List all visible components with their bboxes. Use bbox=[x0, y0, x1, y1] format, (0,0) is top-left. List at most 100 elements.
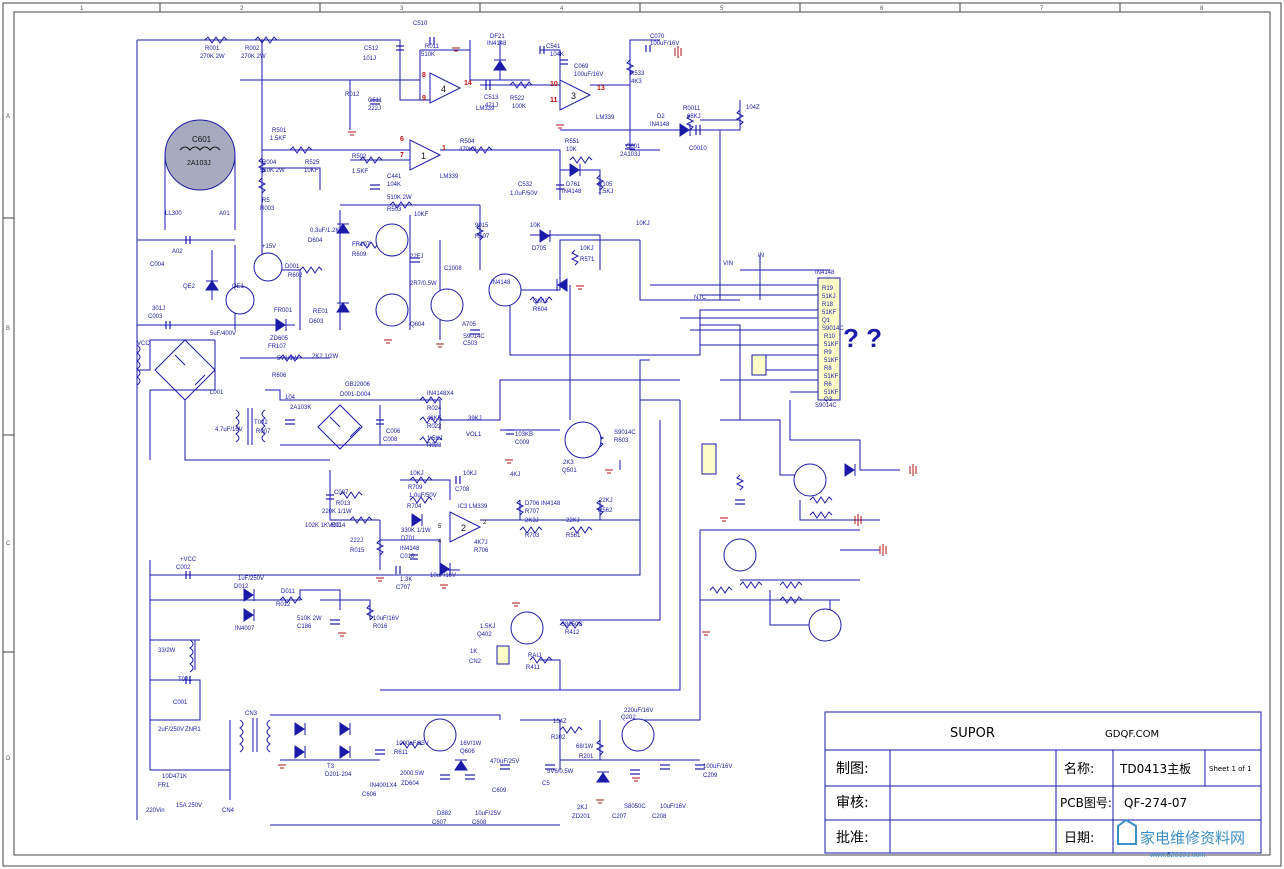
svg-text:C503: C503 bbox=[463, 341, 478, 347]
svg-text:T3: T3 bbox=[327, 764, 335, 770]
svg-text:C008: C008 bbox=[383, 437, 398, 443]
grid-col-7: 7 bbox=[1040, 6, 1044, 12]
svg-text:S9014C: S9014C bbox=[614, 430, 636, 436]
svg-text:100K: 100K bbox=[512, 104, 526, 110]
svg-text:T002: T002 bbox=[254, 420, 268, 426]
svg-text:DF21: DF21 bbox=[490, 34, 505, 40]
svg-text:D603: D603 bbox=[309, 319, 324, 325]
small-connectors bbox=[496, 354, 767, 665]
svg-text:R9: R9 bbox=[824, 350, 832, 356]
svg-text:FR001: FR001 bbox=[274, 308, 293, 314]
svg-text:C004: C004 bbox=[150, 262, 165, 268]
title-site: GDQF.COM bbox=[1105, 729, 1159, 740]
svg-text:100uF/16V: 100uF/16V bbox=[574, 72, 603, 78]
svg-text:C001: C001 bbox=[173, 700, 188, 706]
svg-text:5uF/400V: 5uF/400V bbox=[210, 331, 236, 337]
svg-text:C1008: C1008 bbox=[444, 266, 462, 272]
watermark-logo: 家电维修资料网 www.520101.com bbox=[1117, 818, 1245, 859]
svg-text:R004: R004 bbox=[262, 160, 277, 166]
svg-text:C186: C186 bbox=[297, 624, 312, 630]
inductor-L0-symbol bbox=[164, 119, 236, 191]
svg-text:S9014C: S9014C bbox=[815, 403, 837, 409]
svg-text:4KJ: 4KJ bbox=[510, 472, 520, 478]
connector-CN1A bbox=[817, 277, 841, 401]
svg-text:510K: 510K bbox=[421, 52, 435, 58]
title-pcb-value: QF-274-07 bbox=[1124, 796, 1187, 810]
svg-text:51KF: 51KF bbox=[824, 390, 839, 396]
svg-text:C441: C441 bbox=[387, 174, 402, 180]
opamp-IC3-3 bbox=[559, 79, 592, 111]
svg-text:C541: C541 bbox=[546, 44, 561, 50]
opamp-1-part: LM339 bbox=[440, 174, 459, 180]
grid-col-3: 3 bbox=[400, 6, 404, 12]
svg-text:222J: 222J bbox=[350, 538, 363, 544]
svg-text:R606: R606 bbox=[272, 373, 287, 379]
svg-text:IN4148: IN4148 bbox=[487, 41, 507, 47]
svg-text:5V6/0.5W: 5V6/0.5W bbox=[547, 769, 574, 775]
svg-text:C006: C006 bbox=[386, 429, 401, 435]
svg-text:D706 IN4148: D706 IN4148 bbox=[525, 501, 561, 507]
svg-text:101J: 101J bbox=[363, 56, 376, 62]
svg-text:IN4148: IN4148 bbox=[400, 546, 420, 552]
svg-text:FR107: FR107 bbox=[352, 242, 371, 248]
svg-text:R014: R014 bbox=[331, 523, 346, 529]
svg-text:IN4148: IN4148 bbox=[562, 189, 582, 195]
svg-text:R706: R706 bbox=[474, 548, 489, 554]
wiring bbox=[136, 39, 900, 826]
svg-text:5V1/1W: 5V1/1W bbox=[277, 356, 299, 362]
svg-text:104Z: 104Z bbox=[746, 105, 760, 111]
svg-text:1K: 1K bbox=[470, 649, 477, 655]
svg-text:+VCC: +VCC bbox=[180, 557, 197, 563]
svg-text:1uF/250V: 1uF/250V bbox=[238, 576, 264, 582]
svg-text:S8050C: S8050C bbox=[624, 804, 646, 810]
svg-text:43KF: 43KF bbox=[427, 416, 442, 422]
svg-text:S9014C: S9014C bbox=[822, 326, 844, 332]
opamp-IC3-4 bbox=[429, 72, 462, 104]
svg-text:301J: 301J bbox=[152, 306, 165, 312]
svg-text:D701: D701 bbox=[401, 536, 416, 542]
svg-text:C007: C007 bbox=[334, 490, 349, 496]
svg-text:4: 4 bbox=[438, 539, 442, 545]
svg-text:D201-204: D201-204 bbox=[325, 772, 352, 778]
svg-text:A705: A705 bbox=[462, 322, 477, 328]
svg-text:R501: R501 bbox=[272, 128, 287, 134]
svg-text:10: 10 bbox=[550, 81, 558, 88]
svg-text:IN4148: IN4148 bbox=[491, 280, 511, 286]
svg-text:IN4007: IN4007 bbox=[235, 626, 255, 632]
svg-text:51KF: 51KF bbox=[822, 310, 837, 316]
svg-text:C009: C009 bbox=[515, 440, 530, 446]
inductor-L0-part: 2A103J bbox=[187, 160, 211, 167]
opamp-IC3-1 bbox=[409, 139, 442, 171]
svg-text:R007: R007 bbox=[256, 429, 271, 435]
svg-text:ZD605: ZD605 bbox=[270, 336, 289, 342]
svg-text:104K: 104K bbox=[550, 52, 564, 58]
svg-text:R502: R502 bbox=[352, 154, 367, 160]
svg-text:RAIJ: RAIJ bbox=[528, 653, 541, 659]
svg-text:C5: C5 bbox=[542, 781, 550, 787]
svg-text:10K: 10K bbox=[530, 223, 541, 229]
svg-text:Q202: Q202 bbox=[621, 715, 636, 721]
opamps bbox=[409, 72, 592, 543]
cn1a-title: IN4148 bbox=[815, 270, 835, 276]
svg-text:D604: D604 bbox=[308, 238, 323, 244]
opamp-IC3-2 bbox=[449, 511, 482, 543]
title-date-label: 日期: bbox=[1064, 831, 1094, 846]
sheet-inner-border bbox=[13, 11, 1271, 856]
svg-text:10KJ: 10KJ bbox=[636, 221, 650, 227]
svg-text:R709: R709 bbox=[408, 485, 423, 491]
svg-text:10KJ: 10KJ bbox=[580, 246, 594, 252]
svg-text:2K3J: 2K3J bbox=[525, 518, 539, 524]
svg-text:IN4001X4: IN4001X4 bbox=[370, 783, 397, 789]
svg-text:R707: R707 bbox=[525, 509, 540, 515]
svg-text:A02: A02 bbox=[172, 249, 183, 255]
svg-text:C208: C208 bbox=[652, 814, 667, 820]
svg-text:S8050C: S8050C bbox=[561, 622, 583, 628]
svg-text:GBJ2006: GBJ2006 bbox=[345, 382, 371, 388]
diodes bbox=[205, 59, 856, 783]
capacitors bbox=[165, 37, 745, 780]
svg-text:R012: R012 bbox=[345, 92, 360, 98]
svg-text:C606: C606 bbox=[362, 792, 377, 798]
question-marks: ? ? bbox=[843, 323, 882, 353]
svg-text:39KJ: 39KJ bbox=[468, 416, 482, 422]
svg-text:FR1: FR1 bbox=[158, 783, 170, 789]
